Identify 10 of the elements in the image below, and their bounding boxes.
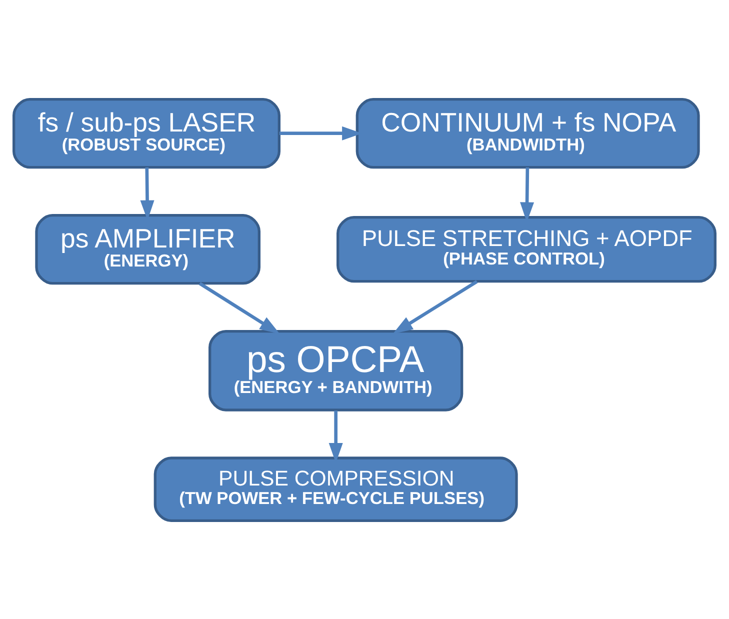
node-box: PULSE STRETCHING + AOPDF (PHASE CONTROL) [336, 216, 716, 282]
node-box: ps OPCPA (ENERGY + BANDWITH) [208, 330, 464, 411]
node-box: PULSE COMPRESSION (TW POWER + FEW-CYCLE PULSES) [154, 456, 518, 522]
arrow [392, 280, 478, 334]
node-box: fs / sub-ps LASER (ROBUST SOURCE) [12, 98, 280, 168]
arrow [140, 166, 154, 220]
node-box: CONTINUUM + fs NOPA (BANDWIDTH) [356, 98, 700, 168]
node-box: ps AMPLIFIER (ENERGY) [35, 214, 260, 284]
arrow [520, 166, 534, 222]
arrow [198, 282, 280, 334]
